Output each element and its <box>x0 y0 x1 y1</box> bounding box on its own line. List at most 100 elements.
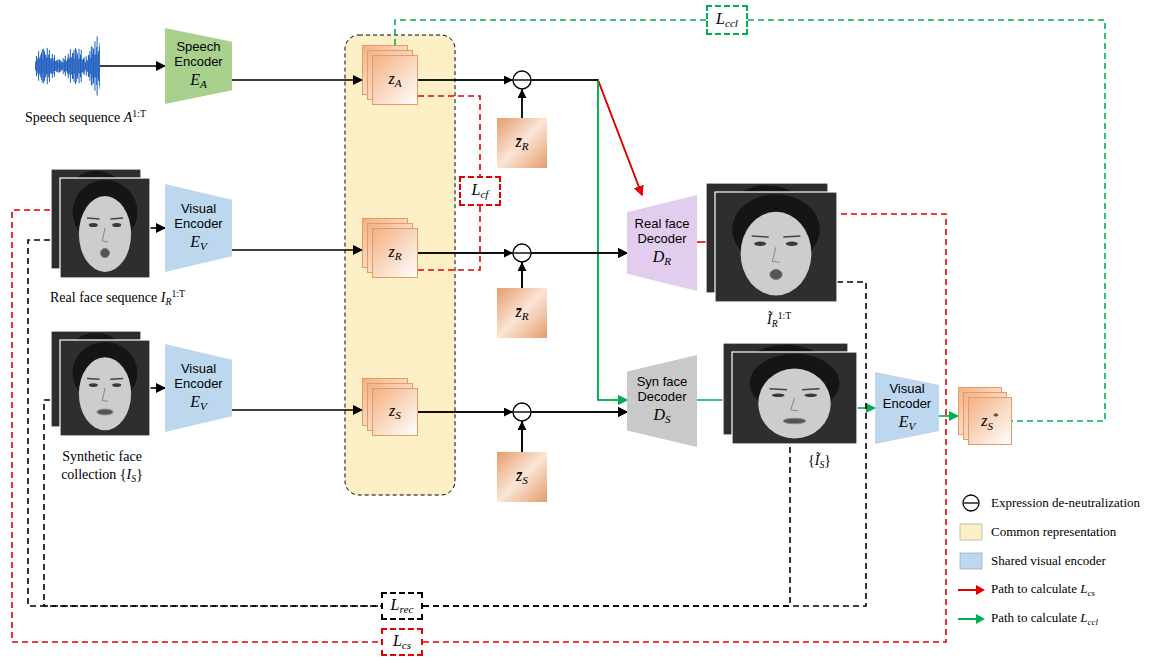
math-part: z <box>389 402 395 419</box>
legend: Expression de-neutralizationCommon repre… <box>956 488 1140 633</box>
math-part: S <box>665 413 671 425</box>
photo-frame <box>732 352 857 444</box>
math-part: L <box>393 632 402 649</box>
math-symbol: EV <box>190 232 207 254</box>
face-photo <box>60 178 150 278</box>
loss-link <box>423 444 790 606</box>
eyebrow <box>110 218 123 219</box>
eyebrow <box>87 378 100 380</box>
operator-bar <box>514 79 530 80</box>
photo-frame <box>715 192 837 302</box>
encoder-block: Visual EncoderEV <box>875 372 939 444</box>
math-part: R <box>395 250 402 262</box>
math-part: * <box>993 410 999 422</box>
eye <box>786 242 798 246</box>
flow-arrow <box>150 387 165 389</box>
math-part: S <box>819 459 824 470</box>
math-symbol: Lccl <box>716 9 738 31</box>
math-part: E <box>190 71 200 88</box>
math-part: D <box>653 406 665 423</box>
eye <box>805 393 818 397</box>
flow-arrow <box>522 253 627 288</box>
arrowhead <box>976 585 985 595</box>
block-label: Syn face Decoder <box>629 375 695 405</box>
encoder-block: Speech EncoderEA <box>165 28 232 104</box>
nose <box>772 247 779 262</box>
operator-circle <box>513 244 531 262</box>
math-part: A <box>200 78 207 90</box>
legend-label: Expression de-neutralization <box>991 495 1140 511</box>
math-part: rec <box>400 603 414 615</box>
math-part: A <box>124 110 133 125</box>
waveform-trace <box>35 36 100 95</box>
math-symbol: EA <box>190 70 207 92</box>
math-symbol: EV <box>899 412 916 434</box>
math-part: z̄ <box>516 467 522 484</box>
flow-arrow <box>232 249 362 251</box>
face <box>758 369 831 439</box>
math-part: E <box>190 393 200 410</box>
math-symbol: Lcs <box>393 631 411 653</box>
math-part: L <box>1080 610 1087 625</box>
arrowhead <box>976 614 985 624</box>
latent-code-stack: zR <box>362 218 418 278</box>
eye <box>754 242 766 246</box>
math-part: cs <box>402 639 411 651</box>
block-label: Visual Encoder <box>877 382 937 412</box>
legend-sample <box>956 581 986 599</box>
math-part: I <box>127 467 132 482</box>
nose <box>791 398 799 411</box>
math-part: z <box>981 412 987 429</box>
mean-code-block: z̄R <box>497 118 547 168</box>
eye <box>89 223 98 227</box>
image-caption: Speech sequence A1:T <box>25 108 146 127</box>
math-part: z̄ <box>515 133 521 150</box>
math-part: 1:T <box>171 288 185 299</box>
face <box>79 357 131 430</box>
math-part: V <box>200 240 207 252</box>
eyebrow <box>87 218 100 219</box>
math-symbol: Lcf <box>472 180 489 202</box>
eyebrow <box>110 378 123 380</box>
de-neutralization-symbol <box>513 71 531 89</box>
math-symbol: z̄S <box>516 466 528 488</box>
legend-sample <box>956 610 986 628</box>
image-caption: ĨR1:T <box>767 310 791 331</box>
math-symbol: zR <box>388 242 401 264</box>
eyebrow <box>770 388 788 390</box>
mean-code-block: z̄S <box>497 452 547 502</box>
mean-code-block: z̄R <box>497 288 547 338</box>
decoder-block: Real face DecoderDR <box>627 195 697 291</box>
trapezoid-fill <box>627 195 697 291</box>
loss-link <box>28 240 381 606</box>
legend-label: Path to calculate Lcs <box>991 581 1095 598</box>
math-part: Ĩ <box>767 312 772 327</box>
waveform-input: Speech sequence A1:T <box>35 35 100 97</box>
math-part: E <box>899 413 909 430</box>
flow-arrow <box>522 412 627 452</box>
operator-circle <box>513 71 531 89</box>
math-part: ccl <box>1087 617 1098 627</box>
legend-line <box>958 589 977 591</box>
flow-arrow <box>939 415 958 417</box>
latent-code-stack: zS* <box>958 387 1012 445</box>
image-stack: ĨR1:T <box>715 192 837 302</box>
face <box>741 212 812 296</box>
math-part: z <box>388 243 394 260</box>
math-part: cs <box>1087 588 1095 598</box>
math-part: S <box>522 474 528 486</box>
legend-row: Shared visual encoder <box>956 546 1140 575</box>
legend-sample <box>956 494 986 512</box>
trapezoid-fill <box>627 355 697 447</box>
image-caption: {ĨS} <box>808 452 831 471</box>
legend-row: Common representation <box>956 517 1140 546</box>
math-part: L <box>716 10 725 27</box>
image-stack: Real face sequence IR1:T <box>60 178 150 278</box>
image-stack: {ĨS} <box>732 352 857 444</box>
math-part: ccl <box>725 17 738 29</box>
eye <box>772 393 785 397</box>
math-part: E <box>190 233 200 250</box>
flow-line <box>418 252 512 254</box>
flow-arrow <box>232 409 362 411</box>
